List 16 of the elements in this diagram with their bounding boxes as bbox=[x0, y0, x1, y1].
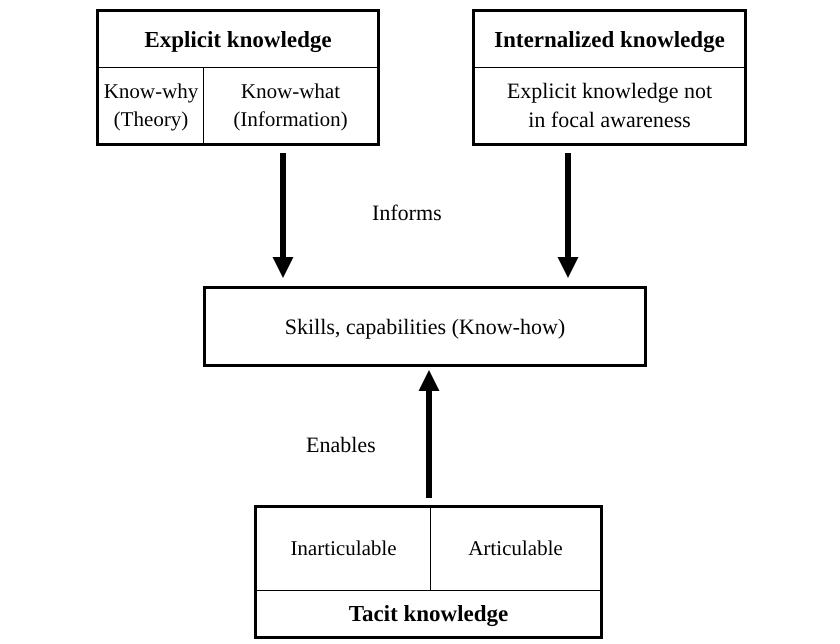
arrow bbox=[272, 153, 294, 278]
table-cell: Inarticulable bbox=[257, 508, 430, 590]
arrow bbox=[418, 370, 440, 498]
box-heading: Explicit knowledge bbox=[99, 12, 377, 68]
table-cell: Know-why (Theory) bbox=[99, 68, 203, 143]
box-heading: Tacit knowledge bbox=[257, 590, 600, 636]
table-cell: Know-what (Information) bbox=[203, 68, 377, 143]
box-label: Skills, capabilities (Know-how) bbox=[284, 312, 566, 341]
concept-box bbox=[203, 286, 647, 367]
arrow bbox=[558, 153, 578, 278]
concept-box bbox=[96, 9, 380, 146]
box-heading: Internalized knowledge bbox=[475, 12, 744, 68]
table-cell: Articulable bbox=[430, 508, 600, 590]
concept-box bbox=[472, 9, 747, 146]
box-text: Explicit knowledge not in focal awareness bbox=[506, 76, 714, 134]
concept-box bbox=[254, 505, 603, 639]
